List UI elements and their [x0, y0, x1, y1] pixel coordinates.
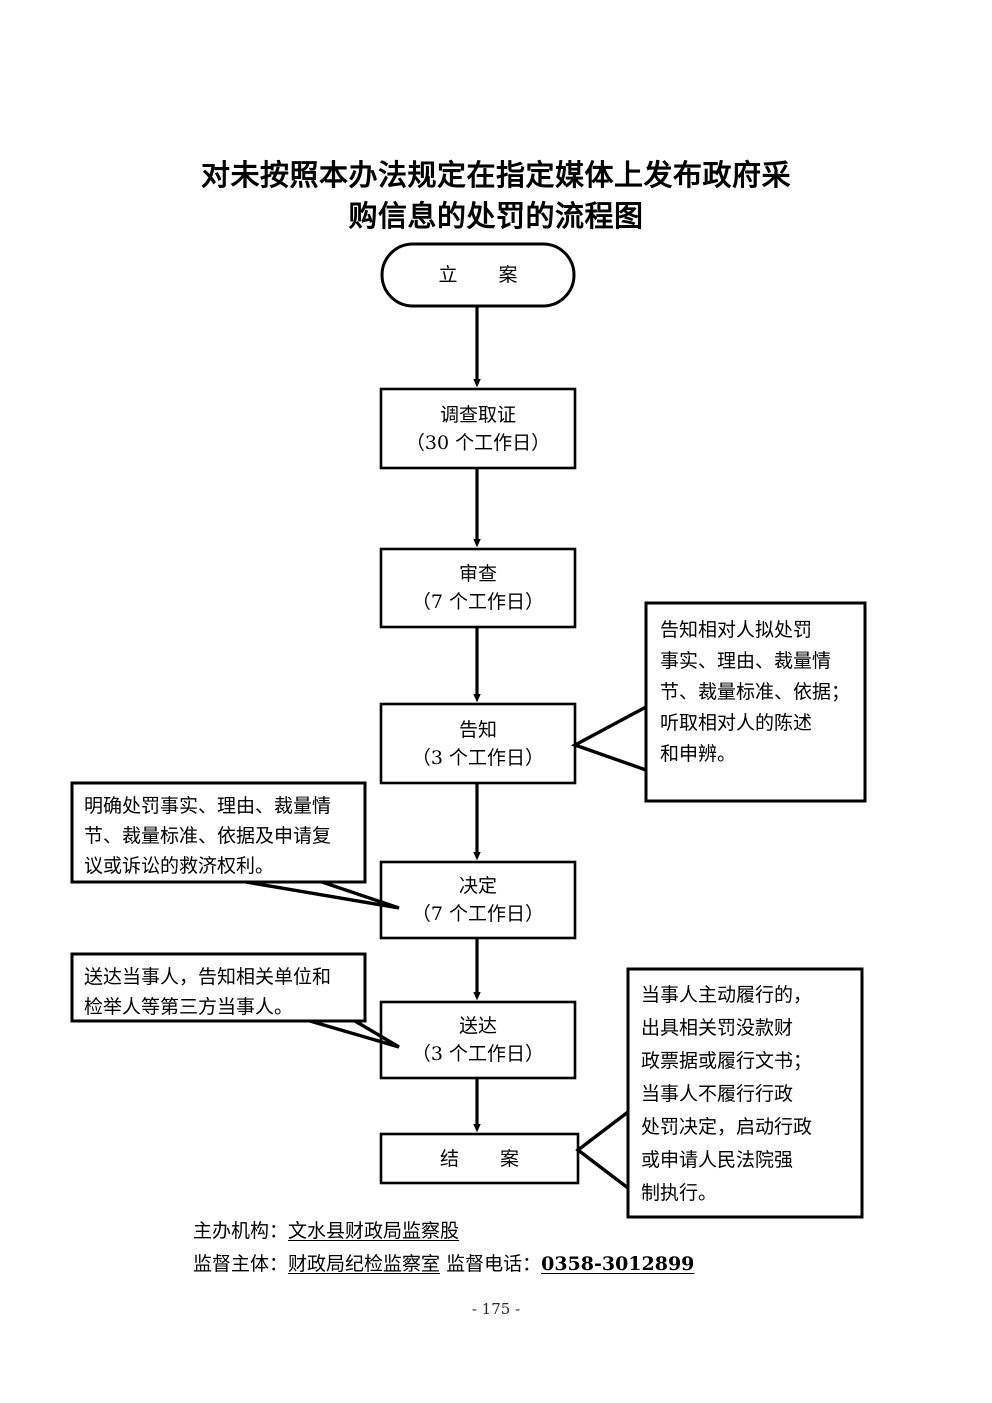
node-shape-jiean [379, 1132, 580, 1185]
footer-supervisor-label: 监督主体： [193, 1253, 289, 1275]
annotation-box-gaozhi [644, 601, 867, 803]
node-label-shencha: 审查 （7 个工作日） [381, 549, 575, 627]
node-label-diaocha-quzheng-line-1: 调查取证 [439, 403, 516, 426]
annotation-box-jueding [70, 781, 367, 884]
annotation-text-jiean-line-1: 当事人主动履行的， [641, 984, 813, 1006]
footer-row-supervisor: 监督主体：财政局纪检监察室 监督电话：0358-3012899 [193, 1248, 694, 1281]
footer-phone-value: 0358-3012899 [541, 1253, 695, 1275]
annotation-text-songda-line-2: 检举人等第三方当事人。 [84, 996, 294, 1018]
node-label-jiean-line-1: 结 案 [439, 1147, 530, 1170]
annotation-text-gaozhi-line-3: 节、裁量标准、依据； [660, 681, 851, 703]
annotation-text-jueding-line-2: 节、裁量标准、依据及申请复 [84, 825, 332, 847]
annotation-text-jiean-line-4: 当事人不履行行政 [641, 1083, 794, 1105]
annotation-text-jiean-line-5: 处罚决定，启动行政 [641, 1116, 813, 1138]
callout-tail-gaozhi [570, 705, 647, 772]
node-label-diaocha-quzheng: 调查取证 （30 个工作日） [381, 389, 575, 468]
annotation-box-songda [70, 952, 367, 1023]
annotation-text-jiean-line-3: 政票据或履行文书； [641, 1050, 813, 1072]
annotation-text-gaozhi-line-4: 听取相对人的陈述 [660, 712, 813, 734]
annotation-text-jueding-line-3: 议或诉讼的救济权利。 [84, 855, 275, 877]
node-shape-diaocha-quzheng [379, 387, 577, 470]
node-label-jiean: 结 案 [381, 1134, 578, 1183]
page-number: - 175 - [471, 1300, 521, 1318]
callout-tail-songda [309, 1019, 400, 1049]
annotation-text-jueding-line-1: 明确处罚事实、理由、裁量情 [84, 795, 332, 817]
node-label-liuan-line-1: 立 案 [438, 264, 529, 286]
node-label-shencha-line-1: 审查 [458, 563, 497, 585]
page-title: 对未按照本办法规定在指定媒体上发布政府采 购信息的处罚的流程图 [120, 155, 872, 237]
node-label-gaozhi: 告知 （3 个工作日） [381, 704, 575, 783]
node-label-liuan: 立 案 [382, 244, 574, 306]
callout-tail-jueding [245, 880, 400, 910]
node-label-songda: 送达 （3 个工作日） [381, 1002, 575, 1078]
annotation-text-songda-line-1: 送达当事人，告知相关单位和 [84, 966, 332, 988]
node-label-gaozhi-line-2: （3 个工作日） [411, 746, 545, 769]
annotation-text-jiean: 当事人主动履行的， 出具相关罚没款财 政票据或履行文书； 当事人不履行行政 处罚… [641, 979, 856, 1210]
footer-block: 主办机构：文水县财政局监察股 监督主体：财政局纪检监察室 监督电话：0358-3… [193, 1215, 694, 1281]
annotation-text-gaozhi-line-2: 事实、理由、裁量情 [660, 650, 832, 672]
footer-organizer-label: 主办机构： [193, 1220, 289, 1242]
node-label-gaozhi-line-1: 告知 [458, 718, 497, 741]
annotation-text-jiean-line-6: 或申请人民法院强 [641, 1149, 794, 1171]
annotation-text-gaozhi: 告知相对人拟处罚 事实、理由、裁量情 节、裁量标准、依据； 听取相对人的陈述 和… [660, 615, 860, 770]
callout-tail-jiean [575, 1110, 630, 1190]
footer-phone-label: 监督电话： [446, 1253, 542, 1275]
node-label-diaocha-quzheng-line-2: （30 个工作日） [405, 431, 551, 454]
annotation-text-jueding: 明确处罚事实、理由、裁量情 节、裁量标准、依据及申请复 议或诉讼的救济权利。 [84, 791, 359, 881]
annotation-box-jiean [626, 967, 864, 1219]
annotation-text-songda: 送达当事人，告知相关单位和 检举人等第三方当事人。 [84, 962, 359, 1022]
annotation-text-gaozhi-line-5: 和申辨。 [660, 743, 737, 765]
node-label-jueding-line-1: 决定 [458, 875, 497, 897]
footer-supervisor-value: 财政局纪检监察室 [288, 1253, 441, 1275]
node-label-songda-line-2: （3 个工作日） [411, 1043, 545, 1065]
footer-organizer-value: 文水县财政局监察股 [288, 1220, 460, 1242]
page-title-line-2: 购信息的处罚的流程图 [348, 199, 644, 233]
node-label-jueding: 决定 （7 个工作日） [381, 862, 575, 938]
footer-row-organizer: 主办机构：文水县财政局监察股 [193, 1215, 694, 1248]
node-label-songda-line-1: 送达 [458, 1015, 497, 1037]
annotation-text-jiean-line-2: 出具相关罚没款财 [641, 1017, 794, 1039]
page-title-line-1: 对未按照本办法规定在指定媒体上发布政府采 [200, 158, 791, 192]
annotation-text-jiean-line-7: 制执行。 [641, 1182, 718, 1204]
annotation-text-gaozhi-line-1: 告知相对人拟处罚 [660, 619, 813, 641]
node-label-shencha-line-2: （7 个工作日） [411, 591, 545, 613]
node-label-jueding-line-2: （7 个工作日） [411, 903, 545, 925]
